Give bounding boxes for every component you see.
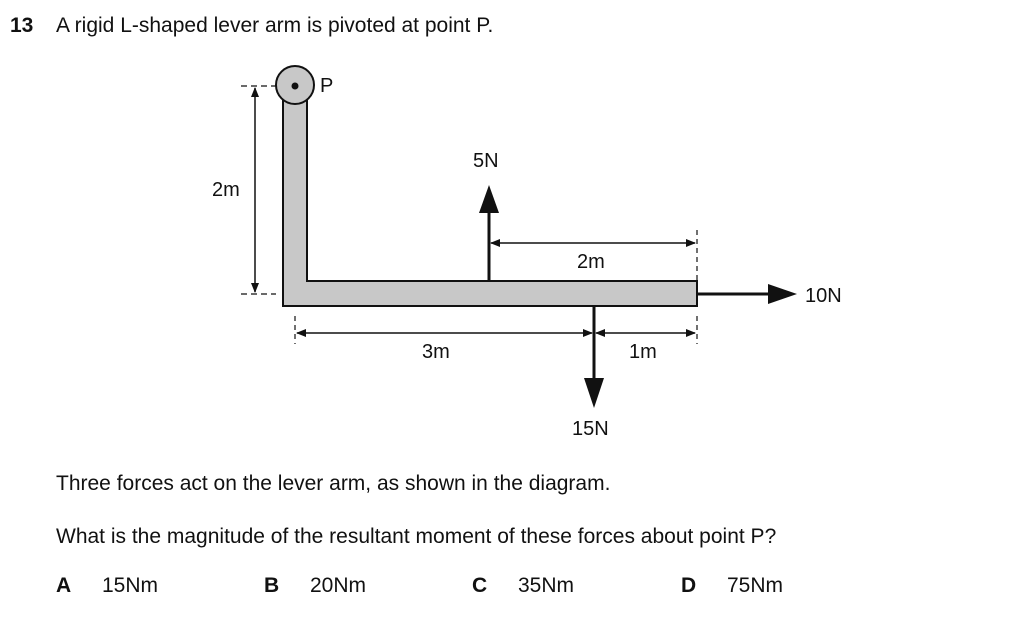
option-c[interactable]: C 35Nm	[472, 574, 574, 598]
force-label-15n: 15N	[572, 418, 609, 440]
lever-diagram: P 2m 5N 2m 10N 15N 3m 1m	[212, 65, 842, 440]
question-intro: Three forces act on the lever arm, as sh…	[56, 472, 611, 495]
dim-label-vertical: 2m	[212, 179, 240, 201]
force-arrow-10n-head	[768, 284, 797, 304]
dim-label-1m: 1m	[629, 341, 657, 363]
option-text: 75Nm	[727, 574, 784, 597]
option-letter: C	[472, 574, 488, 597]
force-arrow-15n-head	[584, 378, 604, 408]
question-number: 13	[10, 14, 34, 37]
pivot-dot	[291, 82, 299, 90]
option-b[interactable]: B 20Nm	[264, 574, 366, 598]
option-letter: B	[264, 574, 280, 597]
force-arrow-5n-head	[479, 185, 499, 213]
force-label-5n: 5N	[473, 150, 499, 172]
option-letter: A	[56, 574, 72, 597]
question-prompt: What is the magnitude of the resultant m…	[56, 525, 777, 548]
option-letter: D	[681, 574, 697, 597]
answer-options: A 15Nm B 20Nm C 35Nm D 75Nm	[0, 574, 1024, 604]
option-text: 20Nm	[310, 574, 367, 597]
dim-label-3m: 3m	[422, 341, 450, 363]
option-text: 35Nm	[518, 574, 575, 597]
option-d[interactable]: D 75Nm	[681, 574, 783, 598]
option-a[interactable]: A 15Nm	[56, 574, 158, 598]
question-stem: A rigid L-shaped lever arm is pivoted at…	[56, 14, 494, 37]
option-text: 15Nm	[102, 574, 159, 597]
dim-label-2m: 2m	[577, 251, 605, 273]
force-label-10n: 10N	[805, 285, 842, 307]
pivot-label: P	[320, 75, 333, 97]
